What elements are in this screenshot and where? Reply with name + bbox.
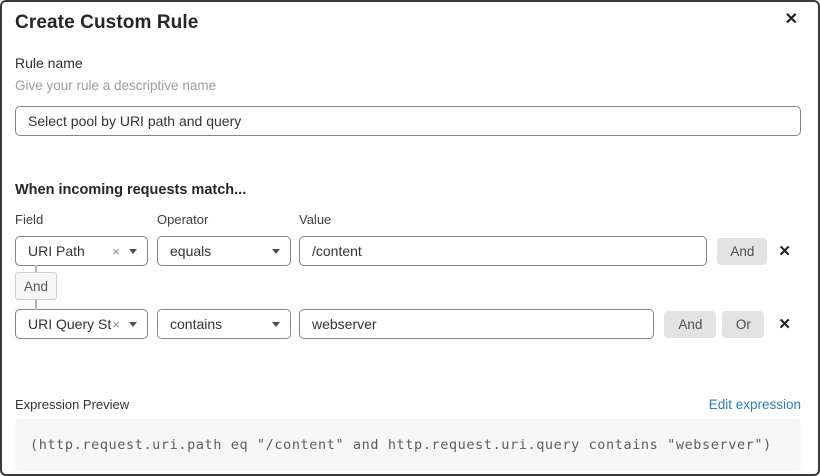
value-input-row1[interactable] [299, 236, 708, 266]
operator-select-row1-value: equals [170, 243, 212, 259]
match-section-heading: When incoming requests match... [15, 182, 247, 198]
operator-select-row2[interactable]: contains [157, 309, 291, 339]
row-connector: And [15, 265, 75, 310]
field-select-row2-value: URI Query St... [28, 316, 112, 332]
field-select-row2[interactable]: URI Query St... × [15, 309, 148, 339]
chevron-down-icon [272, 321, 280, 327]
clear-field-icon-row2[interactable]: × [112, 316, 120, 332]
expression-header: Expression Preview Edit expression [15, 397, 801, 412]
column-labels: Field Operator Value [15, 212, 801, 227]
match-row-2: URI Query St... × contains And Or ✕ [15, 309, 801, 339]
or-button-row2[interactable]: Or [722, 310, 765, 338]
field-column-label: Field [15, 212, 44, 227]
rule-name-helper: Give your rule a descriptive name [15, 78, 217, 93]
and-button-row2[interactable]: And [664, 310, 717, 338]
and-connector-tag: And [15, 272, 57, 300]
operator-select-row1[interactable]: equals [157, 236, 291, 266]
value-column-label: Value [299, 212, 332, 227]
edit-expression-link[interactable]: Edit expression [708, 397, 801, 412]
field-select-row1-value: URI Path [28, 243, 85, 259]
expression-code-block: (http.request.uri.path eq "/content" and… [15, 419, 801, 471]
value-input-row2[interactable] [299, 309, 655, 339]
operator-column-label: Operator [157, 212, 209, 227]
operator-select-row2-value: contains [170, 316, 223, 332]
chevron-down-icon [272, 248, 280, 254]
field-select-row1[interactable]: URI Path × [15, 236, 148, 266]
rule-name-label: Rule name [15, 55, 83, 71]
chevron-down-icon [129, 321, 137, 327]
close-icon[interactable]: ✕ [781, 8, 802, 32]
expression-preview-label: Expression Preview [15, 397, 130, 412]
rule-name-input[interactable] [15, 106, 801, 136]
remove-row1-icon[interactable]: ✕ [778, 242, 791, 260]
dialog-title: Create Custom Rule [15, 12, 199, 33]
clear-field-icon-row1[interactable]: × [112, 243, 120, 259]
match-row-1: URI Path × equals And ✕ [15, 236, 801, 266]
and-button-row1[interactable]: And [717, 237, 768, 265]
chevron-down-icon [129, 248, 137, 254]
remove-row2-icon[interactable]: ✕ [778, 315, 791, 333]
